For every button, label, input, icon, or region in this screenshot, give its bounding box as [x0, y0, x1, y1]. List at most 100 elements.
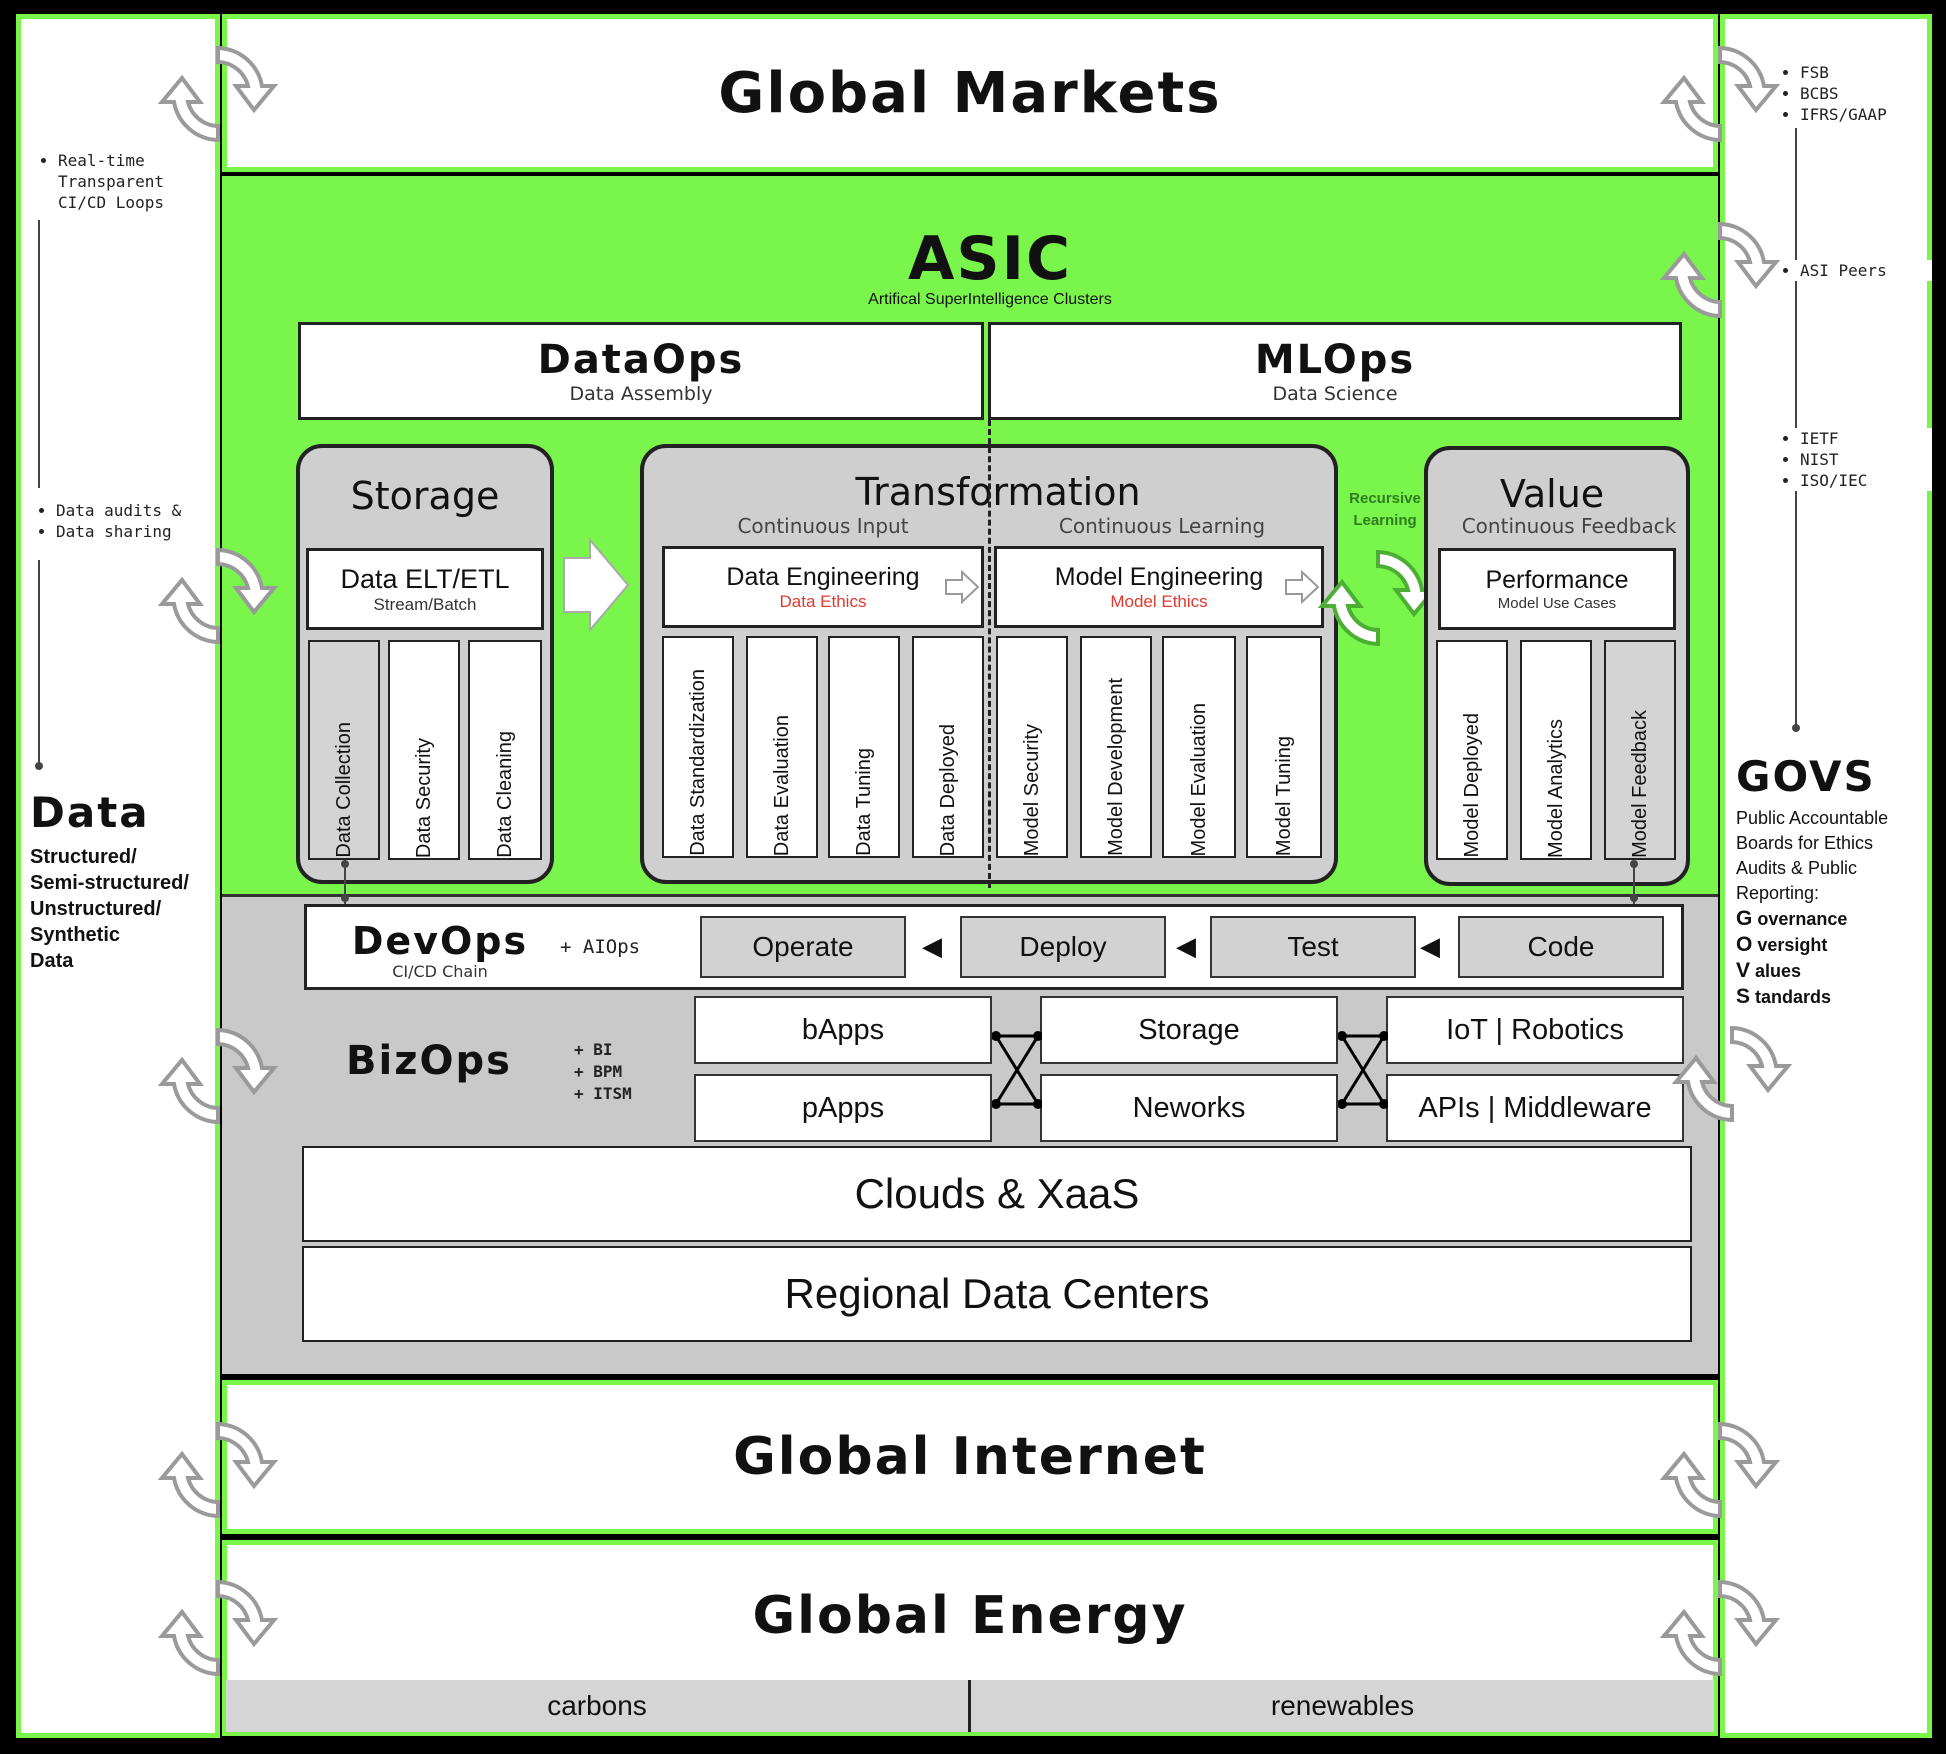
- cycle-icon: [160, 46, 276, 142]
- cycle-icon: [1674, 1026, 1790, 1122]
- bizops-extra: + ITSM: [574, 1084, 632, 1103]
- govs-desc-line: Audits & Public: [1736, 858, 1858, 878]
- cross-connector: [992, 1031, 1042, 1109]
- mlops-subtitle: Data Science: [1272, 383, 1398, 405]
- govs-letter-row: V alues: [1736, 959, 1802, 982]
- continuous-feedback-label: Continuous Feedback: [1461, 514, 1677, 538]
- performance-title: Performance: [1485, 566, 1629, 594]
- bizops-box: bApps: [694, 996, 992, 1064]
- loops-list: Real-time Transparent CI/CD Loops: [36, 150, 206, 213]
- clouds-xaas-box: Clouds & XaaS: [302, 1146, 1692, 1242]
- recursive-cycle-icon: [1320, 550, 1436, 646]
- arrow-left-icon: ◀: [1176, 932, 1196, 962]
- flow-arrow: [563, 537, 630, 633]
- small-arrow-icon: [945, 570, 980, 604]
- asic-title: ASIC: [907, 224, 1072, 294]
- govs-letters: G overnance O versight V alues S tandard…: [1736, 906, 1847, 1010]
- transformation-column: Model Tuning: [1246, 636, 1322, 858]
- cycle-icon: [160, 1580, 276, 1676]
- aiops-label: + AIOps: [560, 936, 641, 958]
- cycle-icon: [1662, 1422, 1778, 1518]
- arrow-left-icon: ◀: [1420, 932, 1440, 962]
- value-column: Model Feedback: [1604, 640, 1676, 860]
- govs-desc-line: Boards for Ethics: [1736, 833, 1874, 853]
- model-engineering-title: Model Engineering: [1054, 562, 1264, 591]
- standards-list: IETF NIST ISO/IEC: [1782, 428, 1932, 491]
- small-arrow-icon: [1285, 570, 1320, 604]
- regs-item: FSB: [1800, 62, 1932, 83]
- left-side-panel: [16, 14, 220, 1738]
- timeline-dot: [1792, 724, 1800, 732]
- renewables-cell: renewables: [971, 1680, 1714, 1732]
- left-timeline-line: [38, 220, 40, 488]
- carbons-label: carbons: [547, 1690, 647, 1721]
- connector-dot: [1630, 894, 1638, 902]
- loops-item: Real-time: [58, 150, 206, 171]
- transformation-column: Model Evaluation: [1162, 636, 1236, 858]
- value-column: Model Deployed: [1436, 640, 1508, 860]
- dataops-mlops-divider: [988, 420, 991, 888]
- transformation-title: Transformation: [855, 470, 1141, 514]
- cycle-icon: [160, 1422, 276, 1518]
- mlops-title: MLOps: [1254, 337, 1416, 383]
- peers-list: ASI Peers: [1782, 260, 1932, 281]
- standards-item: NIST: [1800, 449, 1932, 470]
- carbons-cell: carbons: [226, 1680, 968, 1732]
- audits-item: Data sharing: [56, 521, 219, 542]
- bizops-extra: + BPM: [574, 1062, 623, 1081]
- devops-step: Test: [1210, 916, 1416, 978]
- data-elt-sub: Stream/Batch: [373, 594, 477, 614]
- transformation-column: Data Evaluation: [746, 636, 818, 858]
- global-energy-title: Global Energy: [752, 1586, 1188, 1646]
- connector-line: [1633, 864, 1635, 904]
- performance-box: Performance Model Use Cases: [1438, 548, 1676, 630]
- cycle-icon: [160, 1028, 276, 1124]
- data-title: Data: [30, 788, 150, 837]
- devops-step: Deploy: [960, 916, 1166, 978]
- asic-subtitle: Artifical SuperIntelligence Clusters: [868, 291, 1112, 308]
- govs-letter-row: O versight: [1736, 933, 1828, 956]
- storage-column: Data Cleaning: [468, 640, 542, 860]
- data-line: Semi-structured/: [30, 872, 189, 894]
- global-internet-band: Global Internet: [222, 1380, 1718, 1534]
- regional-dc-box: Regional Data Centers: [302, 1246, 1692, 1342]
- cycle-icon: [1662, 46, 1778, 142]
- regional-dc-label: Regional Data Centers: [784, 1270, 1210, 1317]
- transformation-column: Data Deployed: [912, 636, 984, 858]
- global-markets-title: Global Markets: [718, 60, 1222, 126]
- cross-connector: [1338, 1031, 1388, 1109]
- dataops-subtitle: Data Assembly: [569, 383, 713, 405]
- model-use-cases-label: Model Use Cases: [1497, 595, 1617, 612]
- continuous-learning-label: Continuous Learning: [1058, 514, 1266, 538]
- bizops-box: APIs | Middleware: [1386, 1074, 1684, 1142]
- devops-step: Code: [1458, 916, 1664, 978]
- loops-item: CI/CD Loops: [58, 193, 164, 212]
- data-elt-title: Data ELT/ETL: [340, 563, 510, 594]
- recursive-learning-label: Recursive Learning: [1349, 490, 1421, 529]
- standards-item: IETF: [1800, 428, 1932, 449]
- energy-divider: [968, 1680, 971, 1732]
- connector-dot: [341, 894, 349, 902]
- data-elt-box: Data ELT/ETL Stream/Batch: [306, 548, 544, 630]
- govs-desc-line: Reporting:: [1736, 883, 1820, 903]
- global-internet-title: Global Internet: [733, 1427, 1207, 1487]
- peers-item: ASI Peers: [1800, 260, 1932, 281]
- storage-column: Data Collection: [308, 640, 380, 860]
- value-column: Model Analytics: [1520, 640, 1592, 860]
- regs-item: IFRS/GAAP: [1800, 104, 1932, 125]
- govs-desc: Public Accountable Boards for Ethics Aud…: [1736, 806, 1888, 906]
- govs-letter-row: G overnance: [1736, 907, 1848, 930]
- audits-list: Data audits & Data sharing: [34, 500, 219, 542]
- data-engineering-box: Data Engineering Data Ethics: [662, 546, 984, 628]
- devops-title: DevOps: [351, 918, 529, 963]
- regs-item: BCBS: [1800, 83, 1932, 104]
- model-engineering-box: Model Engineering Model Ethics: [994, 546, 1324, 628]
- regs-list: FSB BCBS IFRS/GAAP: [1782, 62, 1932, 125]
- renewables-label: renewables: [1270, 1690, 1415, 1721]
- continuous-input-label: Continuous Input: [737, 514, 909, 538]
- data-ethics-label: Data Ethics: [779, 591, 867, 611]
- transformation-column: Data Standardization: [662, 636, 734, 858]
- cycle-icon: [1662, 222, 1778, 318]
- govs-desc-line: Public Accountable: [1736, 808, 1889, 828]
- value-title: Value: [1499, 472, 1605, 516]
